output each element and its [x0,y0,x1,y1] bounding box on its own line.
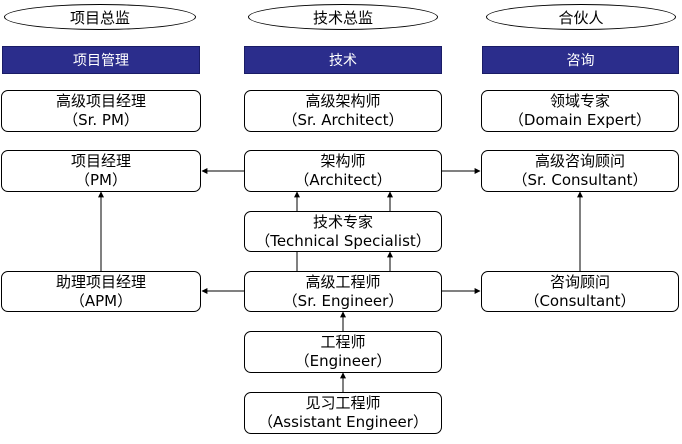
node-pm-en: （PM） [75,171,127,189]
node-tech-specialist-cn: 技术专家 [312,212,373,231]
node-sr-engineer: 高级工程师 （Sr. Engineer） [244,271,442,312]
node-pm: 项目经理 （PM） [1,150,201,192]
node-tech-specialist-en: （Technical Specialist） [255,231,431,250]
node-assistant-engineer: 见习工程师 （Assistant Engineer） [244,392,442,434]
pm-track-title: 项目总监 [4,4,196,30]
node-sr-pm-en: （Sr. PM） [63,111,139,129]
node-sr-pm-cn: 高级项目经理 [55,92,146,110]
tech-track-header: 技术 [244,46,442,74]
node-consultant-cn: 咨询顾问 [549,272,610,291]
node-engineer-en: （Engineer） [294,352,392,370]
tech-track-title: 技术总监 [248,4,438,30]
node-tech-specialist: 技术专家 （Technical Specialist） [244,211,442,252]
node-engineer-cn: 工程师 [320,333,366,351]
node-domain-expert-cn: 领域专家 [549,92,610,110]
pm-track-header: 项目管理 [2,46,200,74]
node-sr-consultant-cn: 高级咨询顾问 [534,152,625,170]
consult-track-header: 咨询 [482,46,679,74]
node-sr-consultant-en: （Sr. Consultant） [512,171,648,189]
node-sr-consultant: 高级咨询顾问 （Sr. Consultant） [481,150,679,192]
consult-track-title: 合伙人 [486,4,676,30]
node-domain-expert-en: （Domain Expert） [508,111,652,129]
node-sr-engineer-cn: 高级工程师 [305,272,381,291]
node-engineer: 工程师 （Engineer） [244,331,442,373]
node-architect: 架构师 （Architect） [244,150,442,192]
node-apm-cn: 助理项目经理 [55,272,146,291]
node-apm: 助理项目经理 （APM） [1,271,201,312]
node-domain-expert: 领域专家 （Domain Expert） [481,90,679,132]
node-architect-en: （Architect） [294,171,392,189]
node-consultant-en: （Consultant） [524,291,636,310]
node-sr-architect-cn: 高级架构师 [305,92,381,110]
node-sr-architect: 高级架构师 （Sr. Architect） [244,90,442,132]
node-assistant-engineer-cn: 见习工程师 [305,394,381,412]
node-architect-cn: 架构师 [320,152,366,170]
node-pm-cn: 项目经理 [70,152,131,170]
node-sr-engineer-en: （Sr. Engineer） [282,291,404,310]
node-assistant-engineer-en: （Assistant Engineer） [258,413,428,431]
node-sr-architect-en: （Sr. Architect） [282,111,404,129]
node-apm-en: （APM） [69,291,133,310]
node-sr-pm: 高级项目经理 （Sr. PM） [1,90,201,132]
node-consultant: 咨询顾问 （Consultant） [481,271,679,312]
